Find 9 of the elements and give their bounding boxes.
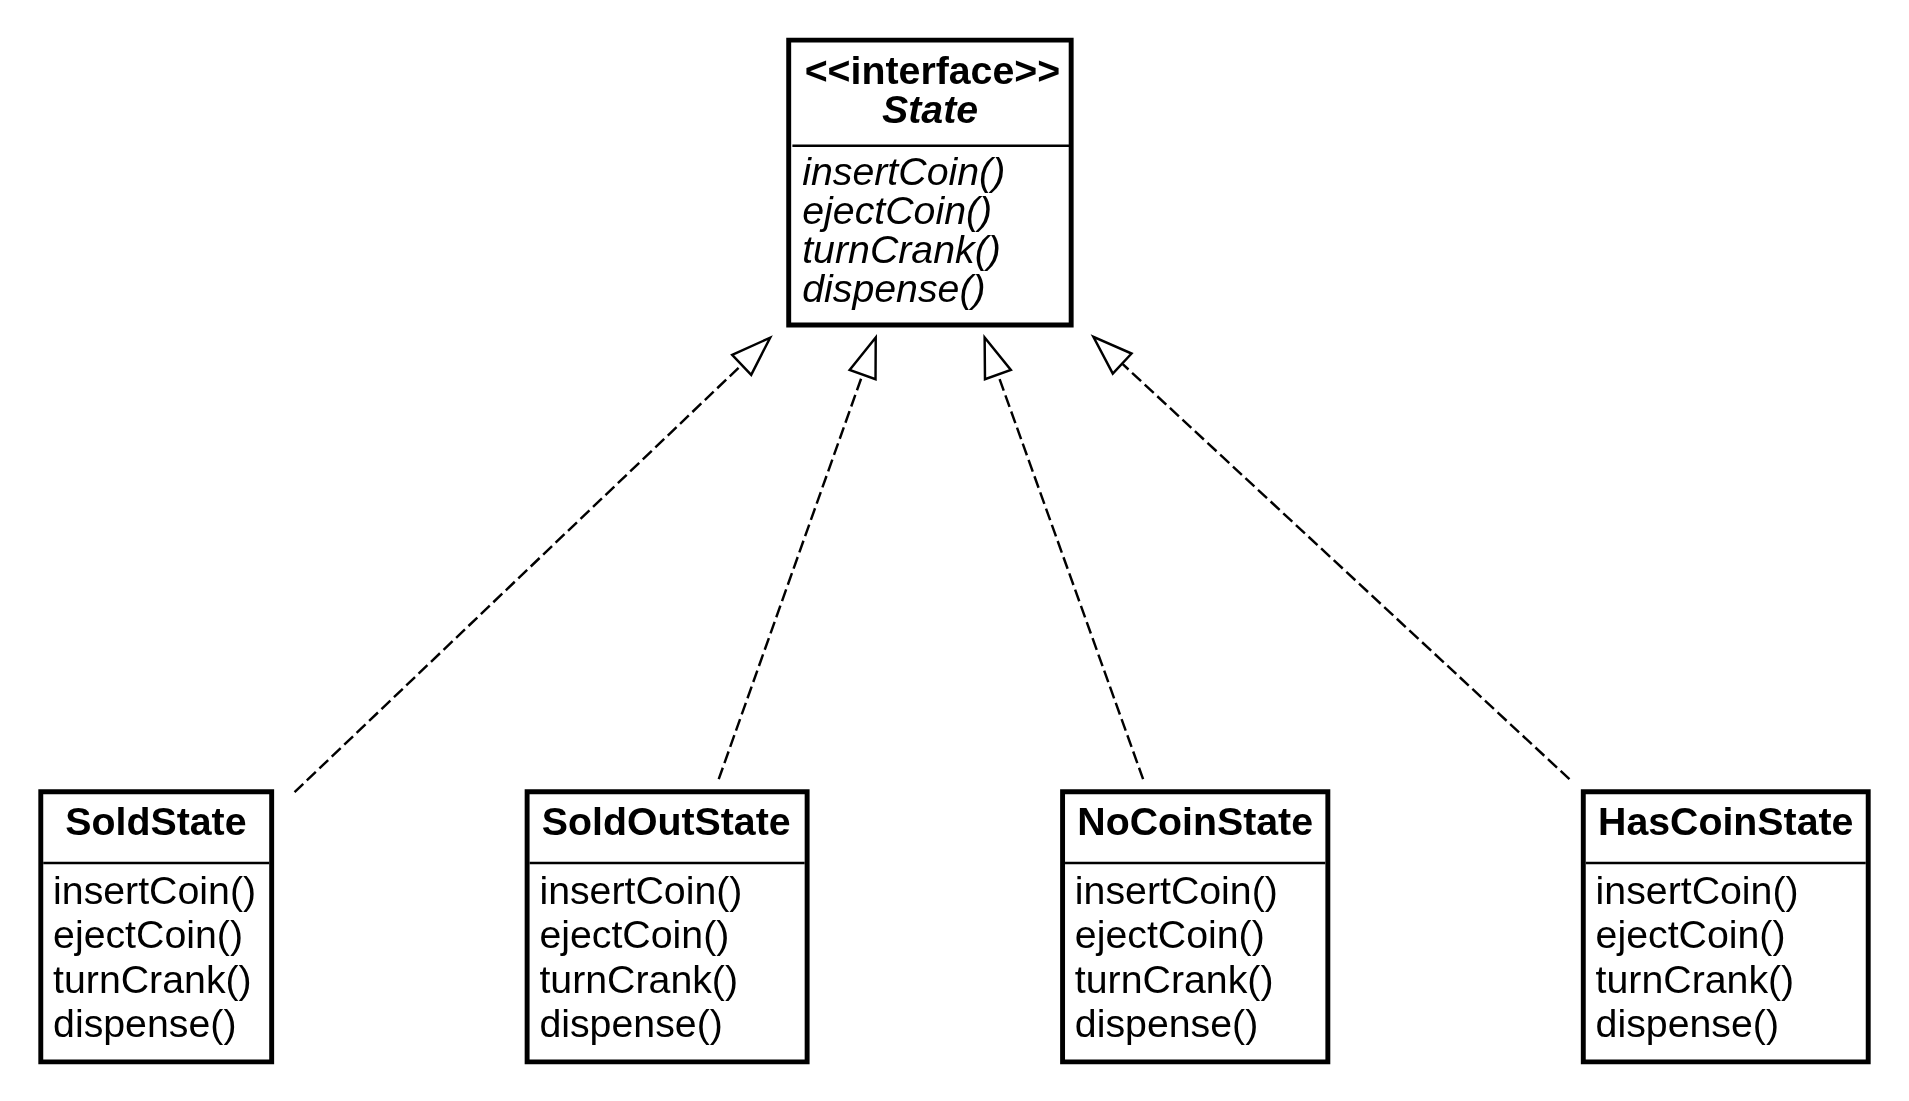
node-box: NoCoinState insertCoin() ejectCoin() turnCrank() dispense() bbox=[1060, 788, 1331, 1064]
node-box: SoldOutState insertCoin() ejectCoin() turnCrank() dispense() bbox=[524, 788, 810, 1064]
arrow bbox=[1090, 333, 1571, 780]
node-box: <<interface>> State insertCoin() ejectCoin() turnCrank() dispense() bbox=[786, 37, 1074, 327]
node-box: SoldState insertCoin() ejectCoin() turnCrank() dispense() bbox=[38, 788, 275, 1064]
node-box: HasCoinState insertCoin() ejectCoin() turnCrank() dispense() bbox=[1580, 788, 1871, 1064]
arrow bbox=[717, 333, 877, 780]
arrow bbox=[293, 334, 773, 793]
arrow bbox=[983, 333, 1145, 780]
